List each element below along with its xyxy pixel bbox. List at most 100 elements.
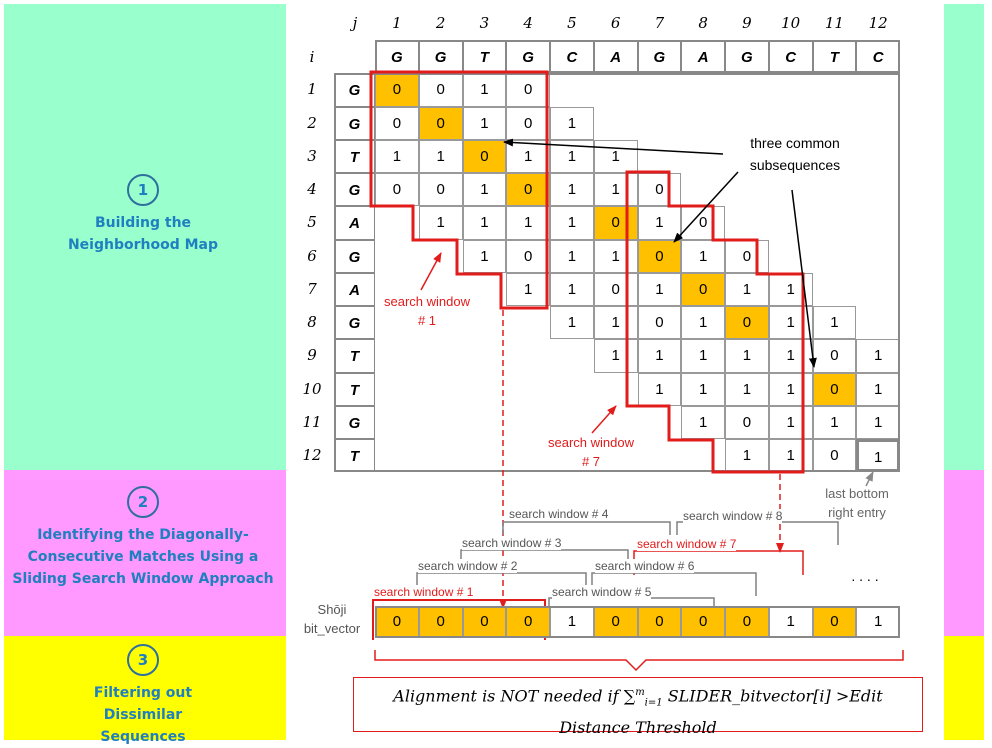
match-cell: 0 — [462, 139, 507, 173]
filter-formula: Alignment is NOT needed if ∑mi=1 SLIDER_… — [353, 677, 923, 737]
bitvector-label: Shōji bit_vector — [303, 602, 361, 636]
grid-cell: 1 — [506, 272, 550, 306]
bitvector-cell-match: 0 — [418, 606, 463, 638]
window1-label: search window # 1 — [374, 585, 474, 599]
summation-brace — [374, 650, 904, 672]
grid-cell: 1 — [681, 372, 725, 406]
ref-base: T — [462, 40, 507, 74]
read-base: T — [334, 139, 375, 173]
grid-cell: 1 — [550, 239, 594, 273]
common-subsequences-label: three common subsequences — [749, 135, 841, 173]
right-step1-band — [944, 4, 984, 470]
read-base: A — [334, 206, 375, 240]
grid-cell: 1 — [812, 306, 857, 340]
read-base: G — [334, 173, 375, 207]
grid-cell: 0 — [593, 272, 638, 306]
grid-cell: 1 — [462, 106, 507, 140]
grid-cell: 1 — [856, 372, 900, 406]
window3-label: search window # 3 — [462, 536, 562, 550]
col-number: 8 — [698, 14, 708, 32]
step1-band — [4, 4, 286, 470]
grid-cell: 1 — [462, 239, 507, 273]
col-number: 3 — [479, 14, 490, 32]
match-cell: 0 — [812, 372, 857, 406]
grid-cell: 1 — [506, 206, 550, 240]
step1-title: Building the Neighborhood Map — [67, 215, 219, 253]
read-base: T — [334, 339, 375, 373]
match-cell: 0 — [681, 272, 725, 306]
row-number: 8 — [307, 313, 317, 331]
grid-cell: 0 — [506, 239, 550, 273]
j-axis-label: j — [352, 14, 358, 32]
grid-cell: 1 — [637, 372, 682, 406]
bitvector-cell: 1 — [856, 606, 900, 638]
formula-prefix: Alignment is NOT needed if — [393, 686, 619, 706]
grid-cell: 1 — [418, 206, 463, 240]
grid-cell: 1 — [593, 306, 638, 340]
search-window-7-label: search window # 7 — [548, 435, 634, 469]
grid-cell: 1 — [506, 139, 550, 173]
window5-label: search window # 5 — [552, 585, 652, 599]
bitvector-cell: 1 — [768, 606, 813, 638]
window6-label: search window # 6 — [595, 559, 695, 573]
step1-title-block: 1 Building the Neighborhood Map — [0, 174, 286, 256]
search-window-1-label: search window # 1 — [384, 294, 470, 328]
grid-cell: 0 — [506, 106, 550, 140]
bitvector-cell-match: 0 — [375, 606, 419, 638]
grid-cell: 1 — [768, 272, 813, 306]
window1-arrow — [420, 252, 442, 291]
grid-cell: 1 — [462, 73, 507, 107]
ref-base: G — [375, 40, 419, 74]
grid-cell: 0 — [812, 339, 857, 373]
grid-cell: 1 — [550, 306, 594, 340]
grid-cell: 1 — [768, 339, 813, 373]
col-number: 12 — [868, 14, 888, 32]
grid-cell: 1 — [593, 173, 638, 207]
col-number: 5 — [567, 14, 577, 32]
grid-cell: 1 — [462, 173, 507, 207]
sum-symbol: ∑ — [623, 686, 636, 706]
grid-cell: 1 — [856, 439, 900, 473]
row-number: 11 — [302, 412, 322, 431]
grid-cell: 1 — [768, 306, 813, 340]
grid-cell: 0 — [637, 306, 682, 340]
ref-base: G — [637, 40, 682, 74]
formula-line2: Distance Threshold — [559, 717, 717, 737]
col-number: 6 — [610, 14, 621, 32]
col-number: 7 — [654, 14, 665, 32]
grid-cell: 0 — [681, 206, 725, 240]
bitvector-cell-match: 0 — [637, 606, 682, 638]
grid-cell: 1 — [375, 139, 419, 173]
bitvector-cell: 1 — [550, 606, 594, 638]
grid-cell: 1 — [637, 206, 682, 240]
bitvector-cell-match: 0 — [462, 606, 507, 638]
row-number: 12 — [302, 446, 322, 464]
row-number: 5 — [307, 213, 317, 232]
bitvector-cell-match: 0 — [725, 606, 769, 638]
grid-cell: 0 — [418, 173, 463, 207]
grid-cell: 1 — [418, 139, 463, 173]
row-number: 9 — [307, 346, 317, 365]
col-number: 4 — [523, 14, 533, 32]
col-number: 1 — [392, 14, 402, 32]
ref-base: C — [550, 40, 594, 74]
row-number: 10 — [302, 379, 322, 398]
read-base: G — [334, 405, 375, 439]
grid-cell: 0 — [375, 173, 419, 207]
grid-cell: 1 — [637, 272, 682, 306]
match-cell: 0 — [593, 206, 638, 240]
grid-cell: 1 — [593, 239, 638, 273]
last-entry-label: last bottom right entry — [825, 486, 889, 520]
ref-base: C — [856, 40, 900, 74]
ref-base: A — [681, 40, 725, 74]
grid-cell: 1 — [856, 405, 900, 439]
step2-title: Identifying the Diagonally-Consecutive M… — [12, 527, 274, 587]
bitvector-cell-match: 0 — [681, 606, 725, 638]
step1-number-circle: 1 — [127, 174, 159, 206]
window4-bracket — [502, 521, 671, 535]
ref-base: C — [768, 40, 813, 74]
step3-number-circle: 3 — [127, 644, 159, 676]
grid-cell: 1 — [681, 405, 725, 439]
window2-label: search window # 2 — [418, 559, 518, 573]
match-cell: 0 — [418, 106, 463, 140]
